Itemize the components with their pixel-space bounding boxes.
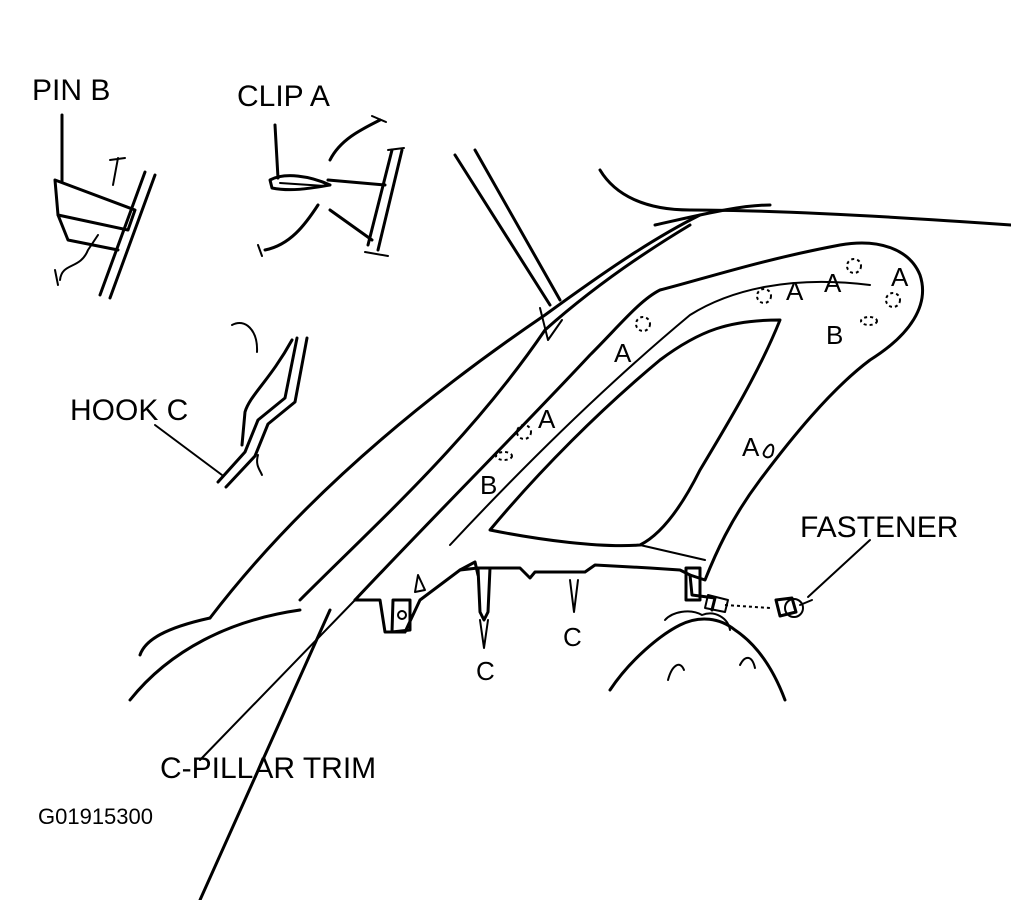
marker-a: A <box>786 276 804 306</box>
marker-a: A <box>824 268 842 298</box>
c-pillar-trim-label: C-PILLAR TRIM <box>160 752 376 785</box>
clip-a-symbol <box>762 443 775 459</box>
seat-outline <box>608 610 787 702</box>
pin-b-label: PIN B <box>32 74 110 107</box>
marker-b: B <box>480 470 497 500</box>
marker-a: A <box>538 404 556 434</box>
clip-a-locations <box>516 258 901 440</box>
pin-b-detail <box>53 113 157 300</box>
hook-c-label: HOOK C <box>70 394 188 427</box>
fastener-part <box>774 539 871 618</box>
leader-lines <box>199 599 356 761</box>
c-pillar-trim-piece <box>353 241 925 649</box>
marker-c: C <box>476 656 495 686</box>
figure-code: G01915300 <box>38 804 153 829</box>
marker-a: A <box>891 262 909 292</box>
marker-b: B <box>826 320 843 350</box>
hook-c-detail <box>154 322 309 489</box>
marker-c: C <box>563 622 582 652</box>
marker-a: A <box>614 338 632 368</box>
fastener-label: FASTENER <box>800 511 958 544</box>
clip-a-label: CLIP A <box>237 80 330 113</box>
marker-a: A <box>742 432 760 462</box>
clip-a-detail <box>257 115 405 257</box>
pin-b-locations <box>495 316 878 461</box>
car-body-outline <box>128 148 1011 900</box>
